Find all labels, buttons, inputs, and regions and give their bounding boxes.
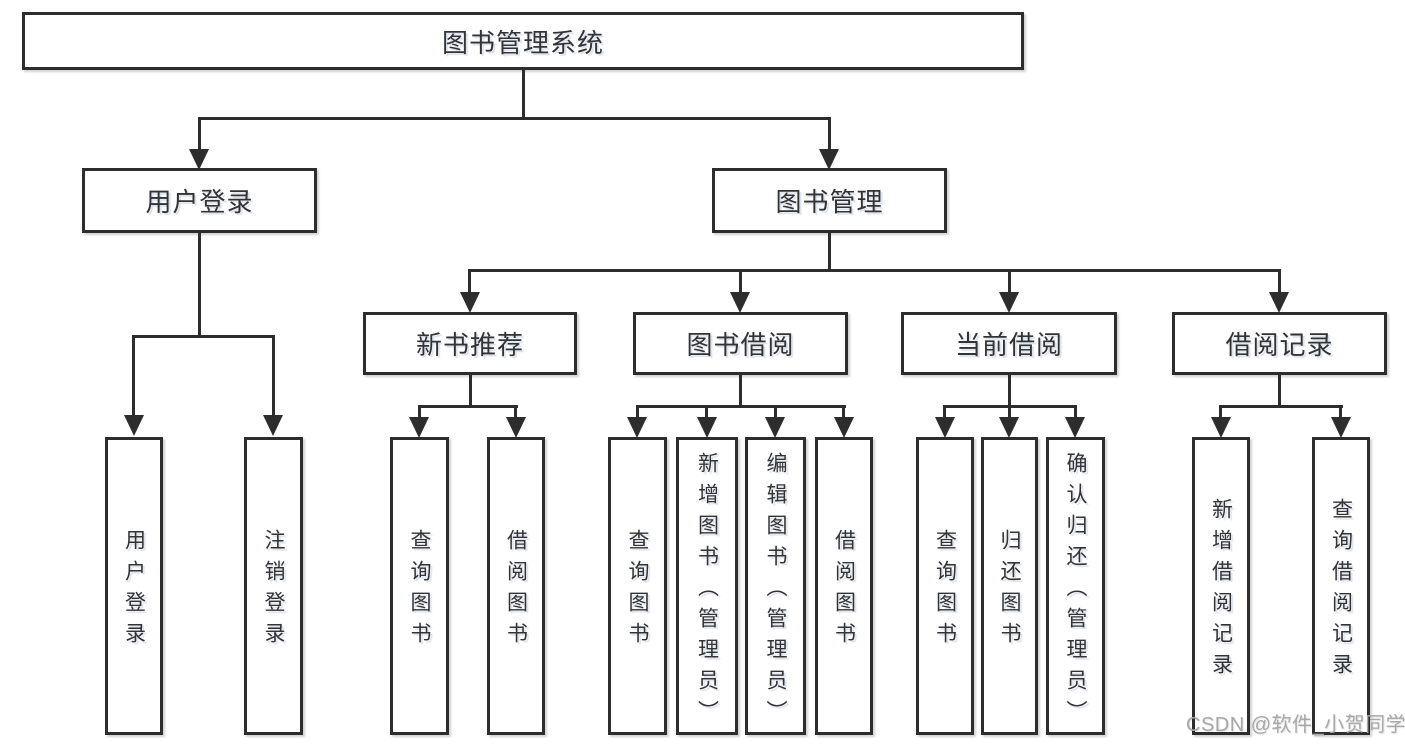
leaf-add-book-admin-label: 新增图书（管理员） xyxy=(695,451,719,731)
leaf-edit-book-admin-label: 编辑图书（管理员） xyxy=(764,451,787,731)
leaf-logout: 注销登录 xyxy=(244,437,303,735)
leaf-borrow-book-recommend: 借阅图书 xyxy=(487,437,545,735)
arrowhead-borrow-records xyxy=(1269,292,1289,313)
connector-book-borrowing-drop xyxy=(739,269,742,297)
leaf-confirm-return-admin: 确认归还（管理员） xyxy=(1046,437,1105,735)
arrowhead-user-login xyxy=(189,149,209,170)
leaf-add-book-admin: 新增图书（管理员） xyxy=(676,437,738,735)
arrowhead-current-borrowing xyxy=(999,292,1019,313)
connector-level2-rail xyxy=(198,117,831,120)
node-borrow-records-label: 借阅记录 xyxy=(1225,330,1334,360)
arrowhead-leaf-query-current xyxy=(935,417,955,438)
node-root: 图书管理系统 xyxy=(22,12,1024,70)
connector-borrow-records-stem xyxy=(1278,375,1281,407)
arrowhead-leaf-add-book xyxy=(697,417,717,438)
connector-leaf-query-recommend-drop xyxy=(418,405,421,421)
connector-leaf-query-borrowing-drop xyxy=(636,405,639,421)
connector-leaf-logout-drop xyxy=(272,335,275,419)
arrowhead-new-book-recommend xyxy=(460,292,480,313)
node-borrow-records: 借阅记录 xyxy=(1172,312,1387,375)
leaf-borrow-book-label: 借阅图书 xyxy=(832,529,856,653)
connector-user-login-drop xyxy=(198,117,201,153)
leaf-return-book: 归还图书 xyxy=(981,437,1038,735)
leaf-query-borrow-record-label: 查询借阅记录 xyxy=(1329,498,1353,684)
arrowhead-leaf-borrow-book xyxy=(834,417,854,438)
leaf-borrow-book-recommend-label: 借阅图书 xyxy=(504,529,528,653)
node-user-login: 用户登录 xyxy=(82,168,317,233)
connector-new-book-recommend-drop xyxy=(468,269,471,297)
arrowhead-book-management xyxy=(819,149,839,170)
leaf-add-borrow-record-label: 新增借阅记录 xyxy=(1209,498,1233,684)
node-new-book-recommend-label: 新书推荐 xyxy=(415,330,524,360)
connector-borrow-records-drop xyxy=(1278,269,1281,297)
arrowhead-leaf-query-record xyxy=(1331,417,1351,438)
leaf-query-book-recommend: 查询图书 xyxy=(390,437,449,735)
arrowhead-leaf-user-login xyxy=(124,415,144,436)
leaf-logout-label: 注销登录 xyxy=(262,529,285,653)
leaf-query-book-recommend-label: 查询图书 xyxy=(408,529,431,653)
connector-leaf-borrow-recommend-drop xyxy=(514,405,517,421)
leaf-confirm-return-admin-label: 确认归还（管理员） xyxy=(1064,451,1087,731)
leaf-add-borrow-record: 新增借阅记录 xyxy=(1192,437,1250,735)
connector-current-borrowing-stem xyxy=(1008,375,1011,407)
node-new-book-recommend: 新书推荐 xyxy=(363,312,577,375)
connector-leaf-return-book-drop xyxy=(1008,405,1011,421)
leaf-query-book-borrowing: 查询图书 xyxy=(608,437,667,735)
arrowhead-leaf-logout xyxy=(263,415,283,436)
connector-borrow-records-rail xyxy=(1219,405,1343,408)
connector-leaf-add-book-drop xyxy=(705,405,708,421)
node-user-login-label: 用户登录 xyxy=(145,187,254,217)
leaf-user-login: 用户登录 xyxy=(105,437,163,735)
connector-leaf-edit-book-drop xyxy=(774,405,777,421)
leaf-edit-book-admin: 编辑图书（管理员） xyxy=(745,437,806,735)
leaf-query-book-current-label: 查询图书 xyxy=(933,529,957,653)
node-current-borrowing: 当前借阅 xyxy=(901,312,1117,375)
leaf-query-book-borrowing-label: 查询图书 xyxy=(626,529,649,653)
connector-level3-rail xyxy=(469,269,1280,272)
leaf-return-book-label: 归还图书 xyxy=(998,529,1021,653)
node-book-borrowing: 图书借阅 xyxy=(633,312,848,375)
node-book-borrowing-label: 图书借阅 xyxy=(686,330,795,360)
connector-book-borrowing-rail xyxy=(636,405,846,408)
node-book-management: 图书管理 xyxy=(712,168,947,233)
node-current-borrowing-label: 当前借阅 xyxy=(954,330,1063,360)
connector-book-borrowing-stem xyxy=(739,375,742,407)
connector-user-login-stem xyxy=(198,233,201,337)
arrowhead-leaf-query-recommend xyxy=(409,417,429,438)
connector-book-management-stem xyxy=(828,233,831,272)
connector-root-stem xyxy=(522,70,525,119)
csdn-watermark: CSDN @软件_小贺同学 xyxy=(1186,714,1405,736)
arrowhead-leaf-return-book xyxy=(999,417,1019,438)
connector-leaf-query-current-drop xyxy=(943,405,946,421)
arrowhead-book-borrowing xyxy=(730,292,750,313)
arrowhead-leaf-query-borrowing xyxy=(627,417,647,438)
arrowhead-leaf-confirm-return xyxy=(1065,417,1085,438)
connector-book-management-drop xyxy=(828,117,831,153)
leaf-borrow-book: 借阅图书 xyxy=(815,437,873,735)
node-book-management-label: 图书管理 xyxy=(775,187,884,217)
node-root-label: 图书管理系统 xyxy=(441,27,604,58)
leaf-user-login-label: 用户登录 xyxy=(122,529,146,653)
connector-leaf-confirm-return-drop xyxy=(1074,405,1077,421)
arrowhead-leaf-add-record xyxy=(1211,417,1231,438)
connector-user-login-rail xyxy=(133,335,275,338)
connector-leaf-add-record-drop xyxy=(1219,405,1222,421)
leaf-query-borrow-record: 查询借阅记录 xyxy=(1312,437,1370,735)
arrowhead-leaf-edit-book xyxy=(765,417,785,438)
leaf-query-book-current: 查询图书 xyxy=(916,437,974,735)
connector-new-book-recommend-rail xyxy=(418,405,518,408)
arrowhead-leaf-borrow-recommend xyxy=(506,417,526,438)
connector-current-borrowing-drop xyxy=(1008,269,1011,297)
connector-new-book-recommend-stem xyxy=(469,375,472,407)
connector-leaf-query-record-drop xyxy=(1339,405,1342,421)
connector-leaf-borrow-book-drop xyxy=(842,405,845,421)
connector-leaf-user-login-drop xyxy=(132,335,135,419)
